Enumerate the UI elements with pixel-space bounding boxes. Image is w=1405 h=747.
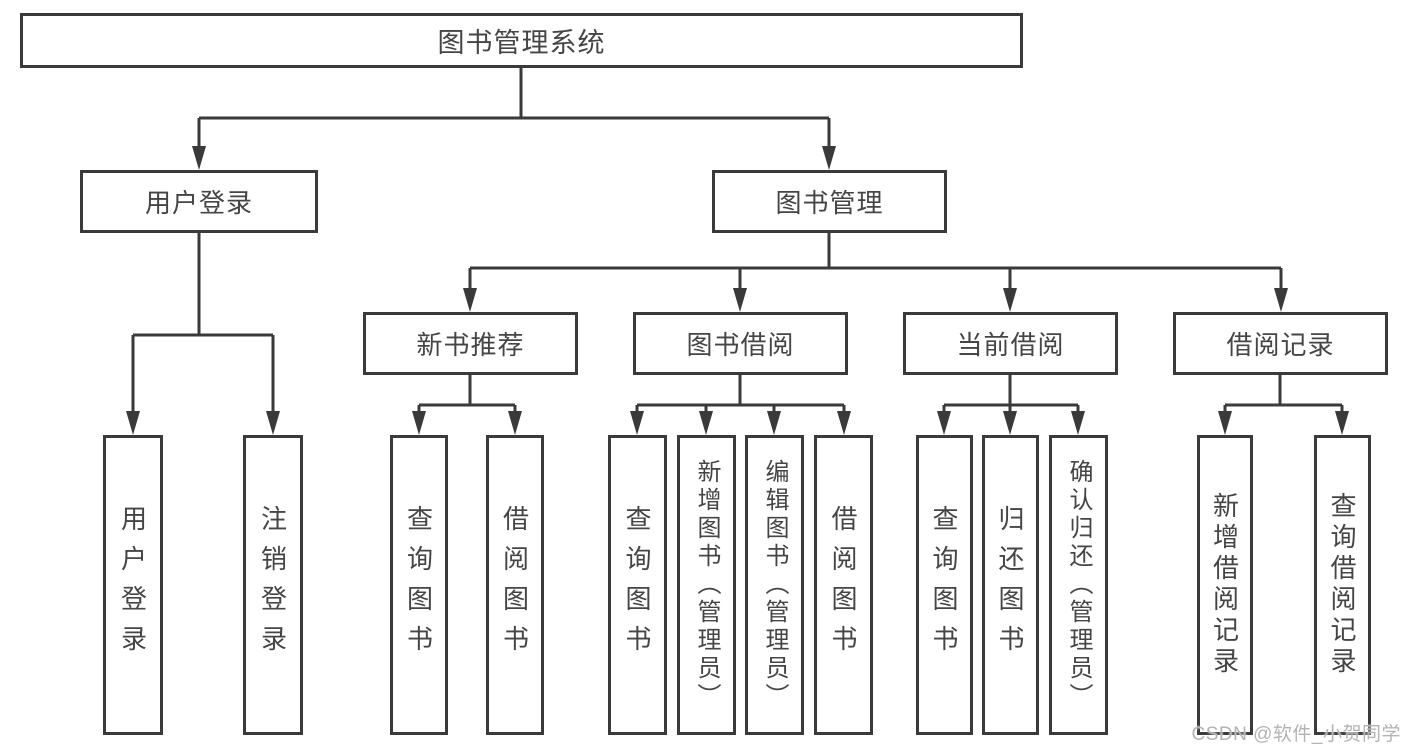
leaf-logout-login: 注销登录	[243, 435, 303, 735]
leaf-confirm-return-admin: 确认归还（管理员）	[1049, 435, 1108, 735]
leaf-borrow-books-recommend: 借阅图书	[486, 435, 544, 735]
leaf-edit-book-admin: 编辑图书（管理员）	[745, 435, 804, 735]
leaf-user-login: 用户登录	[103, 435, 163, 735]
leaf-return-books: 归还图书	[982, 435, 1039, 735]
arrowheads	[126, 146, 1349, 435]
node-current-borrowing: 当前借阅	[903, 312, 1118, 375]
node-book-borrowing: 图书借阅	[633, 312, 848, 375]
node-borrowing-records: 借阅记录	[1173, 312, 1388, 375]
csdn-watermark: CSDN @软件_小贺同学	[1191, 724, 1401, 745]
leaf-query-books-current: 查询图书	[916, 435, 973, 735]
node-root-system: 图书管理系统	[20, 13, 1023, 68]
leaf-query-books-recommend: 查询图书	[390, 435, 448, 735]
leaf-query-borrow-record: 查询借阅记录	[1314, 435, 1371, 735]
node-user-login: 用户登录	[80, 170, 318, 233]
leaf-add-borrow-record: 新增借阅记录	[1197, 435, 1253, 735]
node-book-management: 图书管理	[712, 170, 947, 233]
leaf-add-book-admin: 新增图书（管理员）	[677, 435, 736, 735]
leaf-query-books-borrowing: 查询图书	[608, 435, 667, 735]
leaf-borrow-books-borrowing: 借阅图书	[814, 435, 873, 735]
node-new-book-recommend: 新书推荐	[363, 312, 578, 375]
